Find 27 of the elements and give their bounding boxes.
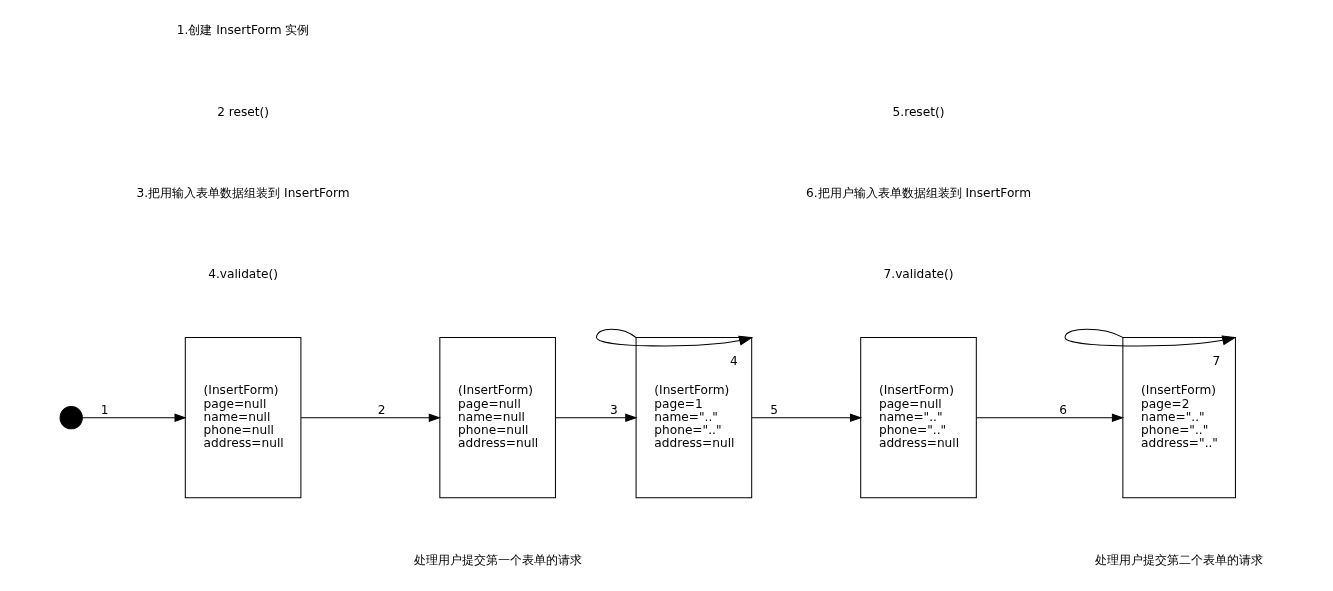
label: 4.validate() <box>208 266 279 281</box>
label: 1.创建 InsertForm 实例 <box>176 22 310 37</box>
node-box: (InsertForm) page=null name=".." phone=".." address=null <box>860 336 977 498</box>
edge-label: 7 <box>1212 353 1221 368</box>
label: 2 reset() <box>217 104 270 119</box>
edge-label: 1 <box>100 402 109 417</box>
label: 7.validate() <box>883 266 954 281</box>
label: 处理用户提交第一个表单的请求 <box>413 552 582 567</box>
node-box: (InsertForm) page=null name=null phone=null address=null <box>439 336 556 498</box>
edge-label: 6 <box>1059 402 1067 417</box>
arrow <box>82 412 187 422</box>
node-box: (InsertForm) page=null name=null phone=null address=null <box>184 336 302 498</box>
label: 处理用户提交第二个表单的请求 <box>1095 552 1264 567</box>
label: 5.reset() <box>892 104 945 119</box>
arrow <box>1064 328 1237 346</box>
label: 6.把用户输入表单数据组装到 InsertForm <box>806 185 1031 200</box>
arrow <box>300 412 441 422</box>
arrow <box>976 412 1125 422</box>
edge-label: 2 <box>377 402 386 417</box>
arrow <box>596 328 754 346</box>
edge-label: 3 <box>609 402 618 417</box>
edge-label: 4 <box>729 353 738 368</box>
edge-label: 5 <box>770 402 778 417</box>
arrow <box>751 412 863 422</box>
label: 3.把用输入表单数据组装到 InsertForm <box>136 185 350 200</box>
node-circle <box>59 405 83 429</box>
arrow <box>555 412 638 422</box>
